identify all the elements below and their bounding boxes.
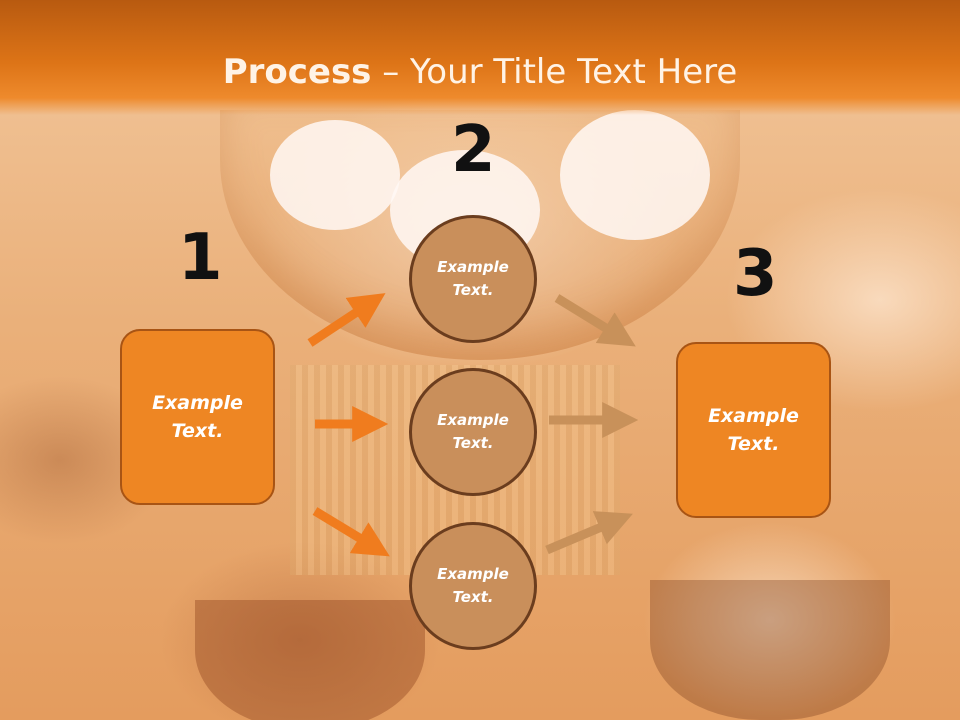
background-pot [650, 580, 890, 720]
title-rest: – Your Title Text Here [371, 52, 738, 92]
step-2-bottom-label: Example Text. [437, 564, 509, 606]
step-1-label: Example Text. [152, 391, 243, 443]
step-3-label: Example Text. [708, 404, 799, 456]
step-2-top-label: Example Text. [437, 257, 509, 299]
step-1-box: Example Text. [120, 329, 275, 505]
background-ball [560, 110, 710, 240]
title-bar [0, 0, 960, 115]
arrow-1-to-2-top [307, 293, 386, 347]
step-number-3: 3 [733, 237, 778, 311]
arrow-2-to-3-top [554, 294, 636, 347]
title-bold: Process [222, 52, 372, 92]
step-2-circle-middle: Example Text. [409, 368, 537, 496]
step-2-middle-label: Example Text. [437, 410, 509, 452]
step-number-1: 1 [178, 221, 223, 295]
step-2-circle-top: Example Text. [409, 215, 537, 343]
step-2-circle-bottom: Example Text. [409, 522, 537, 650]
step-3-box: Example Text. [676, 342, 831, 518]
background-pot [195, 600, 425, 720]
page-title: Process – Your Title Text Here [0, 52, 960, 92]
arrow-2-to-3-bottom [545, 511, 633, 555]
arrow-1-to-2-bottom [312, 507, 390, 557]
background-ball [270, 120, 400, 230]
step-number-2: 2 [451, 113, 496, 187]
